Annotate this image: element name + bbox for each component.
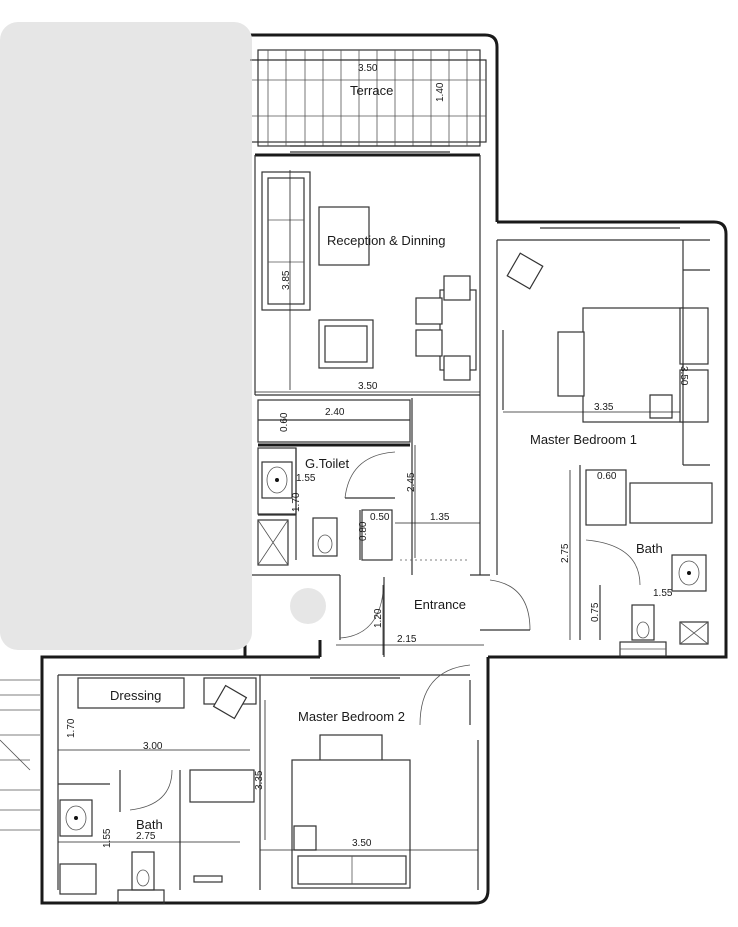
bedroom1-bed xyxy=(582,307,684,423)
dim-toilet-depth: 1.70 xyxy=(291,492,302,512)
reception-area xyxy=(254,153,481,575)
bedroom2-headboard xyxy=(319,734,383,762)
label-master-bedroom-2: Master Bedroom 2 xyxy=(298,709,405,724)
closet xyxy=(585,469,627,526)
label-g-toilet: G.Toilet xyxy=(305,456,349,471)
dim-corridor-width: 2.40 xyxy=(325,407,345,418)
dim-bed2-depth: 3.35 xyxy=(254,770,265,790)
wc xyxy=(312,517,338,557)
dim-terrace-width: 3.50 xyxy=(358,63,378,74)
label-entrance: Entrance xyxy=(414,597,466,612)
dim-bed2-width: 3.50 xyxy=(352,838,372,849)
redacted-blob xyxy=(290,588,326,624)
master-bedroom-1-area xyxy=(496,227,710,575)
dressing-chair xyxy=(212,684,248,720)
dim-hall-width: 1.35 xyxy=(430,512,450,523)
dim-dressing-depth: 1.70 xyxy=(66,718,77,738)
dim-hall-depth: 2.45 xyxy=(406,472,417,492)
label-bath-right: Bath xyxy=(636,541,663,556)
bath-right-area xyxy=(579,465,713,657)
dim-bath2-depth: 1.55 xyxy=(102,828,113,848)
label-bath-bottom: Bath xyxy=(136,817,163,832)
corridor-strip xyxy=(255,394,480,447)
dim-step-depth: 0.80 xyxy=(358,521,369,541)
dim-bed1-width: 3.35 xyxy=(594,402,614,413)
step xyxy=(361,509,393,561)
dim-entrance-width: 2.15 xyxy=(397,634,417,645)
bedroom1-chair xyxy=(506,252,544,290)
dim-bath1-depth: 2.75 xyxy=(560,543,571,563)
dim-entrance-depth: 1.20 xyxy=(373,608,384,628)
dim-bed1-depth: 3.50 xyxy=(678,366,689,386)
entrance-area xyxy=(250,398,531,657)
g-toilet-area xyxy=(257,447,396,566)
dressing-area xyxy=(0,674,261,905)
dim-closet-width: 0.60 xyxy=(597,471,617,482)
dim-toilet-width: 1.55 xyxy=(296,473,316,484)
label-master-bedroom-1: Master Bedroom 1 xyxy=(530,432,637,447)
dim-terrace-depth: 1.40 xyxy=(435,82,446,102)
bath-right-wc xyxy=(631,604,655,641)
bath-bottom-wc xyxy=(131,851,155,891)
dim-step-width: 0.50 xyxy=(370,512,390,523)
dim-bath1-width: 1.55 xyxy=(653,588,673,599)
label-terrace: Terrace xyxy=(350,83,393,98)
dim-dressing-width: 3.00 xyxy=(143,741,163,752)
dim-bath2-width: 2.75 xyxy=(136,831,156,842)
coffee-table xyxy=(318,206,370,266)
redacted-area xyxy=(0,22,252,650)
dim-corridor-depth: 0.60 xyxy=(279,412,290,432)
dim-reception-depth: 3.85 xyxy=(281,270,292,290)
dimension-lines xyxy=(58,59,571,843)
label-dressing: Dressing xyxy=(110,688,161,703)
dim-bath1-step: 0.75 xyxy=(590,602,601,622)
dim-reception-width: 3.50 xyxy=(358,381,378,392)
master-bedroom-2-area xyxy=(260,664,479,890)
label-reception: Reception & Dinning xyxy=(327,233,446,248)
